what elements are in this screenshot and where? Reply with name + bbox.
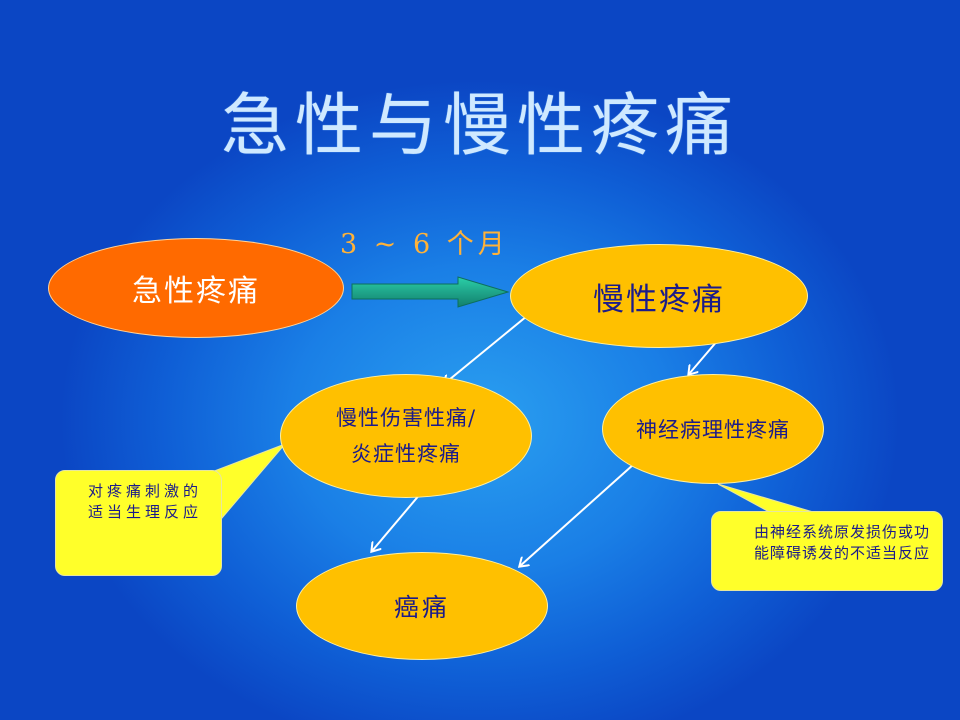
arrow-chronic-to-neuro [689, 339, 719, 374]
node-neuropathic-pain: 神经病理性疼痛 [602, 374, 824, 484]
slide-title: 急性与慢性疼痛 [220, 87, 739, 166]
callout-neuropathic-description: 由神经系统原发损伤或功能障碍诱发的不适当反应 [711, 511, 943, 591]
arrow-chronic-to-injury [444, 315, 528, 384]
node-neuropathic-pain-label: 神经病理性疼痛 [636, 418, 790, 442]
node-injury-line2: 炎症性疼痛 [351, 442, 461, 466]
node-chronic-pain: 慢性疼痛 [510, 244, 808, 348]
node-acute-pain: 急性疼痛 [48, 238, 344, 338]
node-cancer-pain-label: 癌痛 [393, 593, 450, 622]
arrow-neuro-to-cancer [520, 463, 635, 566]
node-chronic-pain-label: 慢性疼痛 [593, 281, 725, 318]
period-arrow [351, 276, 510, 308]
period-label: 3 ~ 6 个月 [340, 229, 509, 260]
node-cancer-pain: 癌痛 [296, 552, 548, 660]
callout-right-pointer [717, 483, 821, 515]
node-injury-line1: 慢性伤害性痛/ [335, 406, 477, 430]
node-nociceptive-inflammatory-pain: 慢性伤害性痛/ 炎症性疼痛 [280, 374, 532, 498]
node-acute-pain-label: 急性疼痛 [132, 274, 260, 309]
callout-right-text: 由神经系统原发损伤或功能障碍诱发的不适当反应 [754, 523, 931, 562]
callout-left-text: 对疼痛刺激的适当生理反应 [88, 482, 203, 521]
callout-acute-description: 对疼痛刺激的适当生理反应 [55, 470, 222, 576]
